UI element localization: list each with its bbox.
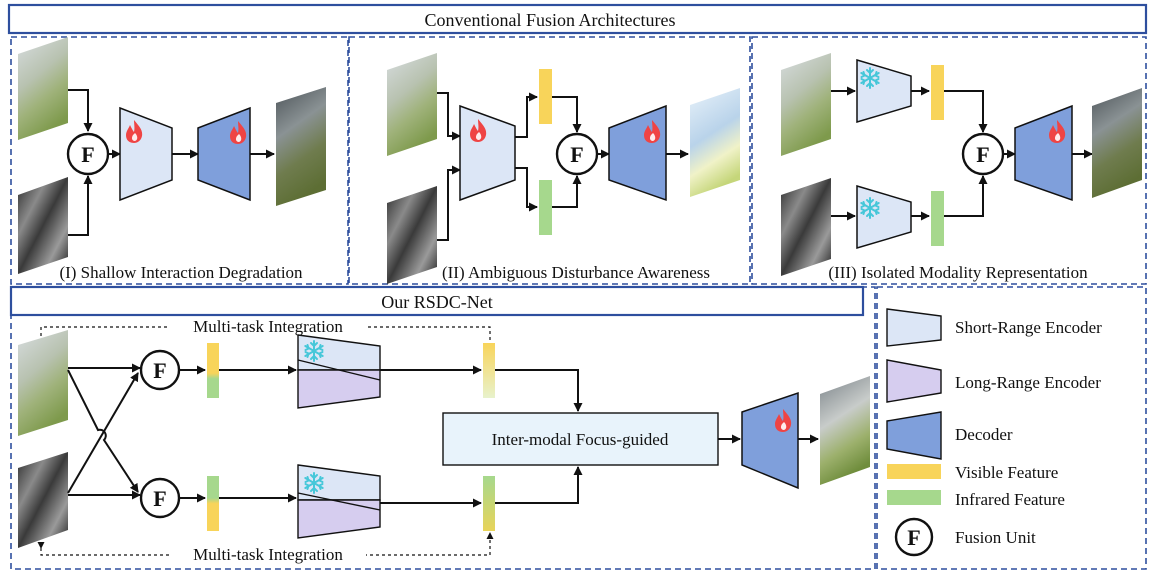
mixed-feature	[207, 343, 219, 398]
legend-fusion-unit-swatch	[894, 517, 934, 557]
fusion-symbol: F	[570, 142, 583, 167]
short-range-encoder	[297, 464, 381, 501]
focus-module-label: Inter-modal Focus-guided	[492, 430, 669, 449]
short-range-encoder	[119, 106, 173, 202]
panel-isolated: F (III) Isolated Modality Representation	[781, 53, 1142, 282]
infrared-input-image	[781, 178, 831, 276]
header-title: Conventional Fusion Architectures	[425, 10, 676, 30]
fusion-symbol: F	[153, 486, 166, 511]
legend-label: Infrared Feature	[955, 490, 1065, 509]
legend-frame	[876, 286, 1147, 570]
visible-input-image	[18, 330, 68, 436]
long-range-encoder	[297, 499, 381, 539]
infrared-feature	[931, 191, 944, 246]
decoder	[1014, 104, 1073, 202]
ours-title-frame	[9, 285, 865, 317]
legend-decoder-swatch	[886, 411, 942, 460]
fused-output-image	[820, 376, 870, 485]
short-range-encoder	[459, 104, 516, 202]
fusion-symbol: F	[976, 142, 989, 167]
visible-input-image	[18, 37, 68, 140]
panel-shallow-caption: (I) Shallow Interaction Degradation	[59, 263, 303, 282]
legend: Short-Range Encoder Long-Range Encoder D…	[886, 308, 1102, 557]
ours-title: Our RSDC-Net	[381, 292, 493, 312]
infrared-input-image	[387, 186, 437, 284]
legend-label: Decoder	[955, 425, 1013, 444]
fusion-symbol: F	[81, 142, 94, 167]
infrared-feature	[483, 476, 495, 531]
legend-long-range-encoder-swatch	[886, 359, 942, 403]
legend-infrared-feature-swatch	[887, 490, 941, 505]
fusion-symbol: F	[153, 358, 166, 383]
decoder	[608, 104, 667, 202]
infrared-input-image	[18, 177, 68, 274]
visible-feature	[539, 69, 552, 124]
legend-label: Short-Range Encoder	[955, 318, 1102, 337]
long-range-encoder	[297, 369, 381, 409]
infrared-input-image	[18, 452, 68, 548]
fused-output-image	[690, 88, 740, 197]
legend-label: Fusion Unit	[955, 528, 1036, 547]
decoder	[741, 391, 799, 490]
multitask-integration-top: Multi-task Integration	[193, 317, 343, 336]
decoder	[197, 106, 251, 202]
visible-input-image	[387, 53, 437, 156]
legend-label: Long-Range Encoder	[955, 373, 1101, 392]
panel-shallow: F (I) Shallow Interaction Degradation	[18, 37, 326, 282]
visible-feature	[483, 343, 495, 398]
short-range-encoder	[856, 58, 912, 124]
panel-shallow-frame	[10, 36, 349, 285]
short-range-encoder	[856, 184, 912, 250]
fusion-symbol: F	[907, 525, 920, 550]
multitask-integration-bottom: Multi-task Integration	[193, 545, 343, 564]
mixed-feature	[207, 476, 219, 531]
visible-feature	[931, 65, 944, 120]
ours-diagram: Multi-task Integration Multi-task Integr…	[18, 317, 870, 564]
legend-label: Visible Feature	[955, 463, 1058, 482]
legend-short-range-encoder-swatch	[886, 308, 942, 347]
header-frame	[7, 3, 1148, 35]
panel-ambiguous: F (II) Ambiguous Disturbance Awareness	[387, 53, 740, 284]
inter-modal-focus-guided-module	[442, 412, 719, 466]
panel-isolated-caption: (III) Isolated Modality Representation	[828, 263, 1088, 282]
fused-output-image	[276, 87, 326, 206]
visible-input-image	[781, 53, 831, 156]
fused-output-image	[1092, 88, 1142, 198]
legend-visible-feature-swatch	[887, 464, 941, 479]
infrared-feature	[539, 180, 552, 235]
panel-ambiguous-caption: (II) Ambiguous Disturbance Awareness	[442, 263, 710, 282]
panel-ambiguous-frame	[348, 36, 751, 285]
